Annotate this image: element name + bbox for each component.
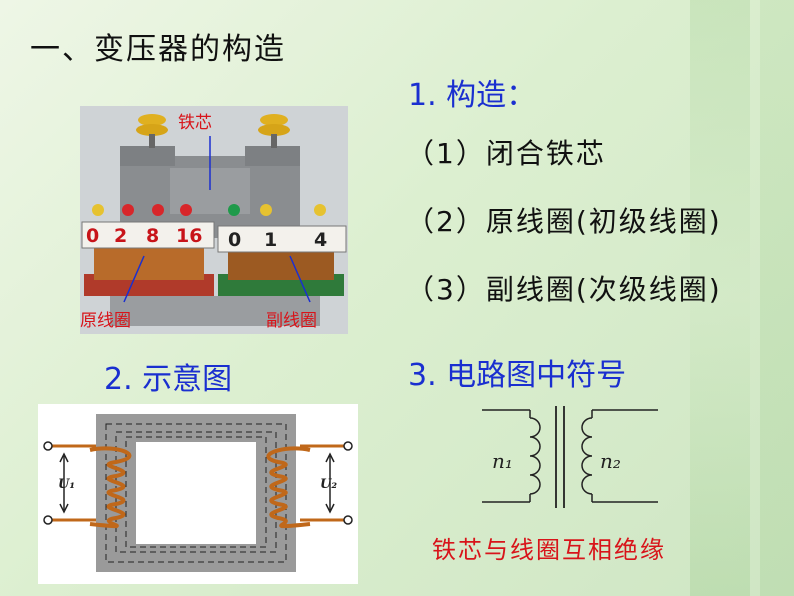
background-bamboo-stripe	[690, 0, 750, 596]
u1-label: U₁	[58, 477, 75, 492]
list-item: （3）副线圈(次级线圈)	[406, 273, 722, 306]
u2-label: U₂	[320, 477, 337, 492]
transformer-circuit-symbol: n₁ n₂	[482, 406, 658, 508]
terminal-label: 0	[228, 229, 241, 251]
core-label: 铁芯	[178, 113, 212, 133]
primary-coil-label: 原线圈	[80, 311, 131, 331]
terminal-label: 16	[176, 225, 202, 247]
primary-coil-icon	[89, 446, 132, 529]
secondary-coil-icon	[266, 446, 311, 529]
yellow-knob-icon	[136, 114, 168, 148]
n1-label: n₁	[492, 449, 513, 473]
terminal-label: 4	[314, 229, 327, 251]
section-heading-circuit-symbol: 3. 电路图中符号	[408, 358, 627, 393]
terminal-label: 8	[146, 225, 159, 247]
terminal-label: 2	[114, 225, 127, 247]
secondary-terminal-labels: 0 1 4	[228, 229, 327, 251]
slide-title: 一、变压器的构造	[30, 32, 286, 67]
transformer-schematic-diagram: U₁ U₂	[38, 404, 358, 584]
list-item: （1）闭合铁芯	[406, 137, 606, 170]
n2-label: n₂	[600, 449, 621, 473]
list-item: （2）原线圈(初级线圈)	[406, 205, 722, 238]
background-bamboo-stripe	[760, 0, 794, 596]
yellow-knob-icon	[258, 114, 290, 148]
terminal-label: 0	[86, 225, 99, 247]
secondary-coil-label: 副线圈	[266, 311, 317, 331]
section-heading-structure: 1. 构造：	[408, 78, 537, 113]
terminal-label: 1	[264, 229, 277, 251]
insulation-note: 铁芯与线圈互相绝缘	[432, 536, 666, 564]
section-heading-schematic: 2. 示意图	[104, 362, 233, 397]
